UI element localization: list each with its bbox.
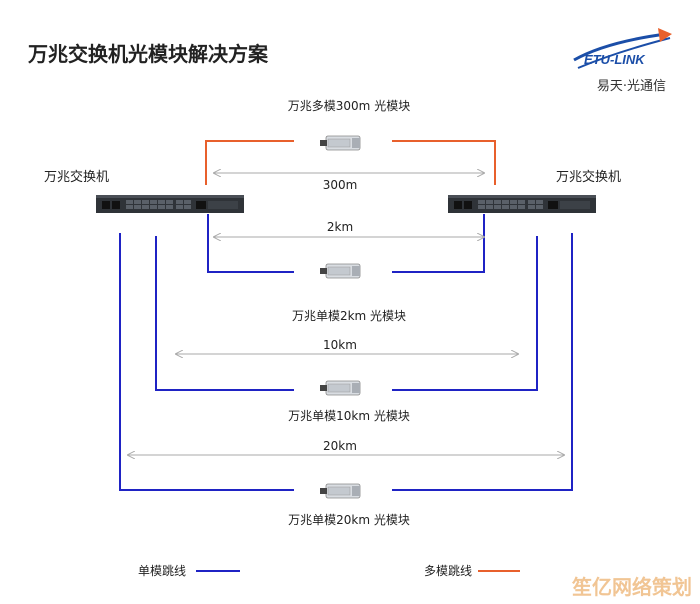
distance-label-10km: 10km xyxy=(323,338,357,352)
link-10km: 万兆单模10km 光模块 10km xyxy=(155,236,538,423)
left-switch xyxy=(96,195,244,213)
module-label-20km: 万兆单模20km 光模块 xyxy=(288,513,410,527)
distance-label-20km: 20km xyxy=(323,439,357,453)
sfp-module-icon xyxy=(319,380,361,396)
brand-tagline: 易天·光通信 xyxy=(596,79,666,94)
legend-single-mode-label: 单模跳线 xyxy=(138,564,186,578)
distance-label-2km: 2km xyxy=(327,220,353,234)
sfp-module-icon xyxy=(319,135,361,151)
sfp-module-icon xyxy=(319,263,361,279)
module-label-300m: 万兆多模300m 光模块 xyxy=(288,99,410,113)
legend-multi-mode-label: 多模跳线 xyxy=(424,564,472,578)
link-300m: 万兆多模300m 光模块 300m xyxy=(205,99,496,192)
link-20km: 万兆单模20km 光模块 20km xyxy=(119,233,573,527)
sfp-module-icon xyxy=(319,483,361,499)
page-title: 万兆交换机光模块解决方案 xyxy=(28,42,268,66)
watermark: 笙亿网络策划 xyxy=(572,575,692,599)
brand-logo: ETU-LINK xyxy=(573,28,672,69)
right-switch-label: 万兆交换机 xyxy=(556,169,621,185)
module-label-10km: 万兆单模10km 光模块 xyxy=(288,409,410,423)
legend: 单模跳线 多模跳线 xyxy=(138,564,520,578)
brand-logo-text: ETU-LINK xyxy=(584,52,646,67)
link-2km: 万兆单模2km 光模块 2km xyxy=(207,214,485,323)
distance-label-300m: 300m xyxy=(323,178,358,192)
module-label-2km: 万兆单模2km 光模块 xyxy=(292,309,406,323)
right-switch xyxy=(448,195,596,213)
left-switch-label: 万兆交换机 xyxy=(44,169,109,185)
